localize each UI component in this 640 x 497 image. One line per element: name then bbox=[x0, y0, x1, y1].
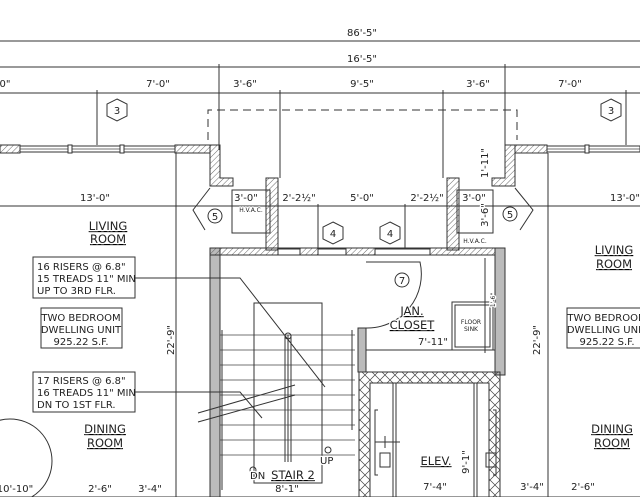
hvac-label: H.V.A.C. bbox=[239, 207, 263, 214]
dim: 7'-11" bbox=[418, 337, 448, 348]
dim: 2'-6" bbox=[88, 484, 112, 495]
living-room-label: ROOM bbox=[596, 257, 632, 271]
dining-room-label: ROOM bbox=[594, 436, 630, 450]
svg-text:TWO BEDROOM: TWO BEDROOM bbox=[40, 313, 120, 324]
door-tag-4: 4 bbox=[379, 221, 401, 245]
svg-text:UP TO 3RD FLR.: UP TO 3RD FLR. bbox=[37, 286, 116, 297]
dim-overall: 86'-5" bbox=[347, 28, 377, 39]
dining-room-label: DINING bbox=[84, 422, 126, 436]
svg-text:4: 4 bbox=[387, 229, 393, 240]
dim: 7'-0" bbox=[146, 79, 170, 90]
dim: 3'-0" bbox=[234, 193, 258, 204]
stair-dn-label: DN bbox=[250, 471, 265, 482]
svg-text:5: 5 bbox=[507, 210, 513, 221]
dim: 1'-6" bbox=[490, 293, 497, 307]
door-tag-5: 5 bbox=[207, 208, 223, 224]
dim: 3'-6" bbox=[466, 79, 490, 90]
elevator-label: ELEV. bbox=[421, 454, 452, 468]
living-room-label: LIVING bbox=[595, 243, 634, 257]
floor-sink-label: SINK bbox=[464, 326, 479, 333]
unit-area-label: TWO BEDROOM DWELLING UNIT 925.22 S.F. bbox=[40, 307, 123, 349]
svg-text:3: 3 bbox=[114, 106, 120, 117]
stair-core-walls bbox=[209, 247, 506, 497]
dim-room-depth: 22'-9" bbox=[166, 325, 177, 355]
closet-door-swing bbox=[365, 261, 422, 329]
door-tag-7: 7 bbox=[394, 272, 410, 288]
floor-sink bbox=[366, 258, 495, 353]
dimension-lines bbox=[0, 40, 640, 497]
stair-up-label: UP bbox=[320, 456, 333, 467]
door-tag-4: 4 bbox=[322, 221, 344, 245]
stair-dn-note: 17 RISERS @ 6.8" 16 TREADS 11" MIN DN TO… bbox=[32, 371, 136, 413]
svg-text:16 TREADS 11" MIN: 16 TREADS 11" MIN bbox=[37, 388, 136, 399]
dim: 3'-4" bbox=[138, 484, 162, 495]
svg-text:TWO BEDROOM: TWO BEDROOM bbox=[566, 313, 640, 324]
dim: 9'-1" bbox=[461, 450, 472, 474]
unit-area-label-right: TWO BEDROOM DWELLING UNIT 925.22 S.F. bbox=[566, 307, 640, 349]
svg-text:DN TO 1ST FLR.: DN TO 1ST FLR. bbox=[37, 400, 116, 411]
dim: 13'-0" bbox=[80, 193, 110, 204]
svg-text:7: 7 bbox=[399, 276, 405, 287]
svg-text:15 TREADS 11" MIN: 15 TREADS 11" MIN bbox=[37, 274, 136, 285]
dim: 13'-0" bbox=[610, 193, 640, 204]
elevator-shaft bbox=[358, 371, 501, 497]
living-room-label: LIVING bbox=[89, 219, 128, 233]
dim: 7'-0" bbox=[558, 79, 582, 90]
dim: 8'-1" bbox=[275, 484, 299, 495]
dining-room-label: ROOM bbox=[87, 436, 123, 450]
svg-text:5: 5 bbox=[212, 212, 218, 223]
living-room-label: ROOM bbox=[90, 232, 126, 246]
svg-text:DWELLING UNIT: DWELLING UNIT bbox=[567, 325, 640, 336]
dim: 0" bbox=[0, 79, 10, 90]
window-tag-3: 3 bbox=[106, 98, 128, 122]
dim: 3'-6" bbox=[480, 203, 491, 227]
exterior-walls bbox=[0, 144, 640, 497]
hvac-label: H.V.A.C. bbox=[463, 238, 487, 245]
svg-text:DWELLING UNIT: DWELLING UNIT bbox=[41, 325, 122, 336]
dim: 5'-0" bbox=[350, 193, 374, 204]
dim: 2'-2½" bbox=[410, 192, 443, 204]
dim: 3'-4" bbox=[520, 482, 544, 493]
hvac-closet-left bbox=[231, 189, 271, 234]
dim: 10'-10" bbox=[0, 484, 33, 495]
dim: 7'-4" bbox=[423, 482, 447, 493]
small-labels: H.V.A.C. H.V.A.C. FLOOR SINK bbox=[238, 206, 488, 335]
svg-text:925.22 S.F.: 925.22 S.F. bbox=[53, 337, 108, 348]
leader-line bbox=[135, 277, 326, 388]
room-labels: LIVING ROOM LIVING ROOM DINING ROOM DINI… bbox=[83, 218, 635, 484]
svg-text:16 RISERS @ 6.8": 16 RISERS @ 6.8" bbox=[37, 262, 126, 273]
dimension-text: 86'-5" 16'-5" 0" 7'-0" 3'-6" 9'-5" 3'-6"… bbox=[0, 27, 640, 497]
stair-label: STAIR 2 bbox=[271, 468, 315, 482]
jan-closet-label: JAN. bbox=[399, 304, 423, 318]
jan-closet-label: CLOSET bbox=[390, 318, 436, 332]
door-tag-5: 5 bbox=[502, 206, 518, 222]
dim: 3'-0" bbox=[462, 193, 486, 204]
stair-rails bbox=[197, 302, 353, 490]
dining-room-label: DINING bbox=[591, 422, 633, 436]
window-tag-3: 3 bbox=[600, 98, 622, 122]
dim: 2'-2½" bbox=[282, 192, 315, 204]
dim: 9'-5" bbox=[350, 79, 374, 90]
svg-text:925.22 S.F.: 925.22 S.F. bbox=[579, 337, 634, 348]
stair-up-note: 16 RISERS @ 6.8" 15 TREADS 11" MIN UP TO… bbox=[32, 256, 136, 299]
dim-room-depth: 22'-9" bbox=[532, 325, 543, 355]
dim-core: 16'-5" bbox=[347, 54, 377, 65]
dim: 1'-11" bbox=[480, 148, 491, 178]
dining-table bbox=[0, 418, 53, 497]
svg-text:4: 4 bbox=[330, 229, 336, 240]
overhead-outline bbox=[207, 109, 518, 140]
dim: 2'-6" bbox=[571, 482, 595, 493]
dim: 3'-6" bbox=[233, 79, 257, 90]
leader-line bbox=[135, 391, 263, 419]
svg-text:3: 3 bbox=[608, 106, 614, 117]
hvac-closet-right bbox=[456, 189, 494, 234]
floor-sink-label: FLOOR bbox=[461, 319, 481, 326]
svg-text:17 RISERS @ 6.8": 17 RISERS @ 6.8" bbox=[37, 376, 126, 387]
